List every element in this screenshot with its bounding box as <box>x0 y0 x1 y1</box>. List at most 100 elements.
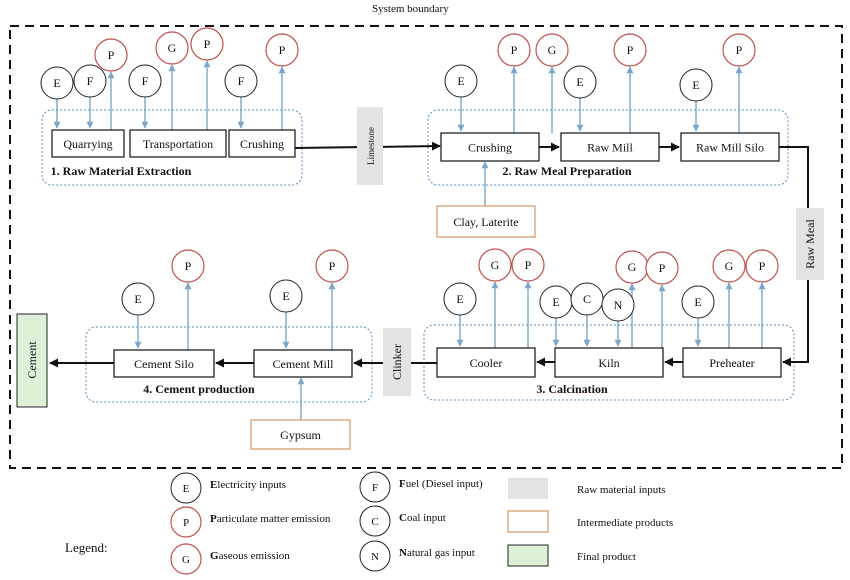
input-symbol: E <box>576 75 583 89</box>
process-label: Cooler <box>470 356 503 370</box>
legend-box-label: Raw material inputs <box>577 484 666 496</box>
legend-text: Gaseous emission <box>210 550 290 562</box>
process-label: Crushing <box>468 141 512 155</box>
stage-label: 1. Raw Material Extraction <box>51 164 192 178</box>
emission-circle-G <box>712 249 746 283</box>
emission-symbol: G <box>628 260 637 274</box>
input-circle-E <box>443 282 477 316</box>
stage-group-s4 <box>85 326 373 403</box>
emission-circle-P <box>315 249 349 283</box>
raw-material-label: Limestone <box>366 127 376 165</box>
legend-symbol-letter: G <box>182 554 190 566</box>
legend-symbol-C <box>359 505 391 537</box>
legend-title: Legend: <box>65 540 108 555</box>
process-label: Transportation <box>143 137 213 151</box>
intermediate-product-box <box>436 205 536 238</box>
process-box-crushing1 <box>228 129 296 158</box>
legend-text-initial: N <box>399 547 407 559</box>
input-circle-E <box>269 279 303 313</box>
process-box-rawmillsilo <box>680 132 780 162</box>
emission-symbol: P <box>736 43 743 57</box>
process-label: Preheater <box>709 356 754 370</box>
emission-circle-P <box>171 249 205 283</box>
input-symbol: E <box>53 76 60 90</box>
raw-material-label: Clinker <box>390 344 404 380</box>
emission-circle-P <box>497 33 531 67</box>
process-label: Raw Mill <box>587 141 633 155</box>
emission-circle-G <box>478 248 512 282</box>
input-circle-F <box>128 64 162 98</box>
input-circle-E <box>40 66 74 100</box>
input-symbol: E <box>282 289 289 303</box>
legend-symbol-P <box>170 506 202 538</box>
legend-symbol-letter: E <box>183 483 190 495</box>
legend-text: Natural gas input <box>399 547 475 559</box>
process-label: Raw Mill Silo <box>696 141 764 155</box>
process-box-cooler <box>436 347 536 378</box>
stage-label: 4. Cement production <box>143 382 255 396</box>
emission-symbol: P <box>329 259 336 273</box>
input-symbol: E <box>456 292 463 306</box>
stage-group-s2 <box>427 109 789 186</box>
emission-symbol: G <box>725 259 734 273</box>
legend-text-rest: lectricity inputs <box>217 479 286 491</box>
emission-circle-P <box>722 33 756 67</box>
process-label: Cement Mill <box>273 357 335 371</box>
input-symbol: F <box>238 74 245 88</box>
input-circle-F <box>73 64 107 98</box>
legend-text-initial: C <box>399 512 407 524</box>
input-symbol: F <box>87 74 94 88</box>
input-symbol: N <box>614 298 623 312</box>
input-circle-E <box>563 65 597 99</box>
legend-text: Electricity inputs <box>210 479 286 491</box>
legend-symbol-letter: C <box>371 516 378 528</box>
raw-material-box <box>796 208 824 280</box>
process-label: Cement Silo <box>134 357 194 371</box>
process-box-preheater <box>682 347 782 378</box>
final-product-box <box>16 313 48 408</box>
input-circle-E <box>681 285 715 319</box>
stage-label: 2. Raw Meal Preparation <box>502 164 631 178</box>
input-circle-E <box>444 64 478 98</box>
input-symbol: E <box>694 295 701 309</box>
final-product-label: Cement <box>25 341 39 379</box>
input-circle-N <box>601 288 635 322</box>
process-label: Quarrying <box>63 137 112 151</box>
emission-symbol: P <box>185 259 192 273</box>
legend-text: Particulate matter emission <box>210 513 331 525</box>
legend-text-rest: oal input <box>407 512 446 524</box>
emission-circle-P <box>613 33 647 67</box>
legend-box-intermediate <box>507 510 549 533</box>
emission-circle-P <box>190 27 224 61</box>
process-box-transportation <box>129 129 227 158</box>
legend-symbol-N <box>359 540 391 572</box>
process-box-crushing2 <box>440 132 540 162</box>
input-circle-E <box>679 68 713 102</box>
legend-text-initial: P <box>210 513 217 525</box>
emission-circle-P <box>645 251 679 285</box>
input-symbol: E <box>692 78 699 92</box>
process-label: Kiln <box>598 356 619 370</box>
input-circle-F <box>224 64 258 98</box>
stage-label: 3. Calcination <box>536 382 608 396</box>
emission-symbol: P <box>511 43 518 57</box>
process-box-rawmill <box>560 132 660 162</box>
legend-text-rest: aseous emission <box>219 550 291 562</box>
raw-material-box <box>383 328 411 396</box>
legend-text: Coal input <box>399 512 446 524</box>
emission-circle-P <box>94 38 128 72</box>
input-symbol: C <box>583 292 591 306</box>
emission-symbol: P <box>659 261 666 275</box>
legend-text-initial: E <box>210 479 217 491</box>
emission-symbol: P <box>627 43 634 57</box>
legend-box-label: Final product <box>577 551 636 563</box>
raw-material-label: Raw Meal <box>803 219 817 269</box>
process-box-kiln <box>554 347 664 378</box>
intermediate-product-box <box>250 419 351 450</box>
legend-symbol-letter: P <box>183 517 189 529</box>
legend-box-final <box>507 544 549 567</box>
legend-text-initial: G <box>210 550 219 562</box>
emission-symbol: G <box>168 41 177 55</box>
legend-box-label: Intermediate products <box>577 517 673 529</box>
